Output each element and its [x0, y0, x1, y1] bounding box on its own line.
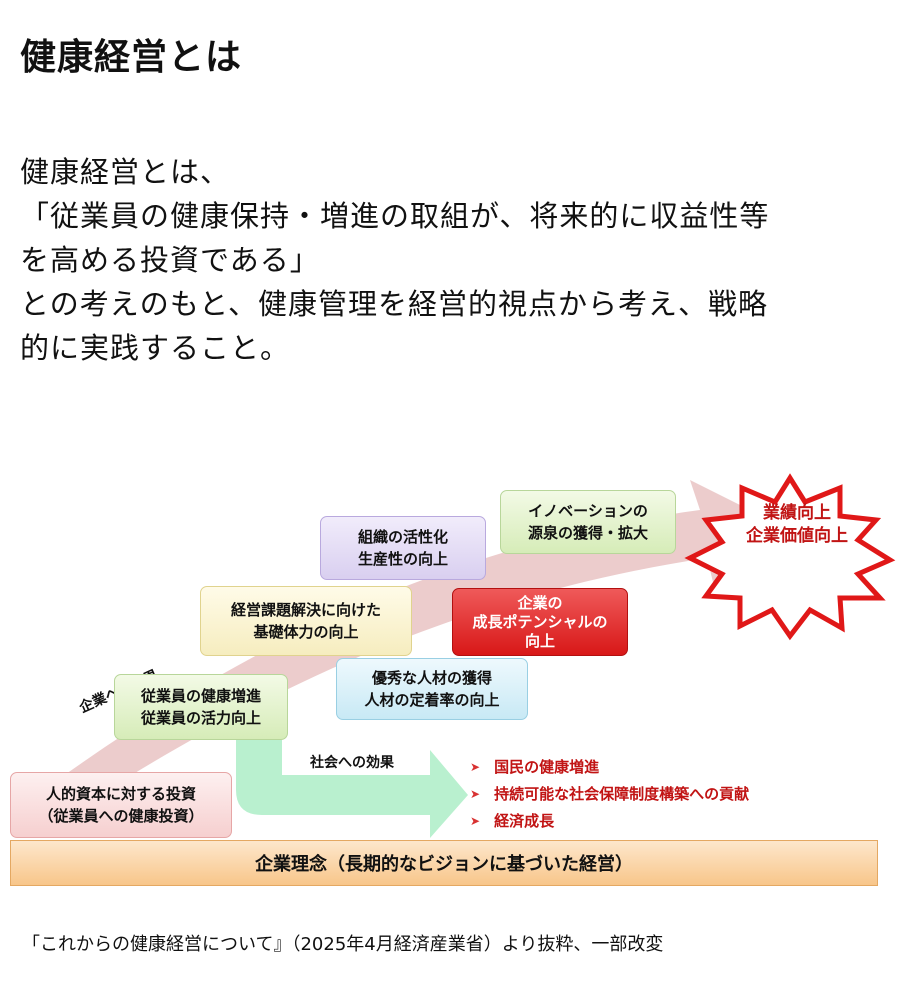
investment-box: 人的資本に対する投資 （従業員への健康投資）: [10, 772, 232, 838]
social-effect-label: 社会への効果: [310, 755, 394, 771]
burst-text: 業績向上 企業価値向上: [746, 503, 848, 546]
step-employee-health: 従業員の健康増進 従業員の活力向上: [114, 674, 288, 740]
intro-line: 的に実践すること。: [20, 331, 291, 365]
arrow-right-icon: ➤: [470, 760, 481, 774]
social-effect-arrow: [236, 740, 468, 838]
social-effects-list: ➤国民の健康増進 ➤持続可能な社会保障制度構築への貢献 ➤経済成長: [470, 754, 749, 835]
step-innovation: イノベーションの 源泉の獲得・拡大: [500, 490, 676, 554]
intro-line: を高める投資である」: [20, 243, 320, 277]
corporate-philosophy-base: 企業理念（長期的なビジョンに基づいた経営）: [10, 840, 878, 886]
step-growth-potential: 企業の 成長ポテンシャルの 向上: [452, 588, 628, 656]
arrow-right-icon: ➤: [470, 787, 481, 801]
list-item: ➤持続可能な社会保障制度構築への貢献: [470, 781, 749, 808]
health-management-diagram: 企業への効果 社会への効果 人的資本に対する投資 （従業員への健康投資） 従業員…: [0, 440, 907, 900]
intro-text: 健康経営とは、 「従業員の健康保持・増進の取組が、将来的に収益性等 を高める投資…: [20, 150, 890, 370]
step-talent: 優秀な人材の獲得 人材の定着率の向上: [336, 658, 528, 720]
list-item: ➤国民の健康増進: [470, 754, 749, 781]
page-title: 健康経営とは: [20, 37, 243, 78]
step-foundation: 経営課題解決に向けた 基礎体力の向上: [200, 586, 412, 656]
step-organization: 組織の活性化 生産性の向上: [320, 516, 486, 580]
intro-line: 「従業員の健康保持・増進の取組が、将来的に収益性等: [20, 199, 770, 233]
corporate-effect-arrow: [30, 480, 800, 820]
list-item: ➤経済成長: [470, 808, 749, 835]
intro-line: との考えのもと、健康管理を経営的視点から考え、戦略: [20, 287, 768, 321]
result-burst: [684, 473, 896, 641]
source-caption: 「これからの健康経営について』（2025年4月経済産業省）より抜粋、一部改変: [22, 934, 664, 955]
arrow-right-icon: ➤: [470, 814, 481, 828]
intro-line: 健康経営とは、: [20, 155, 231, 189]
diagram-arrows: [30, 473, 896, 838]
